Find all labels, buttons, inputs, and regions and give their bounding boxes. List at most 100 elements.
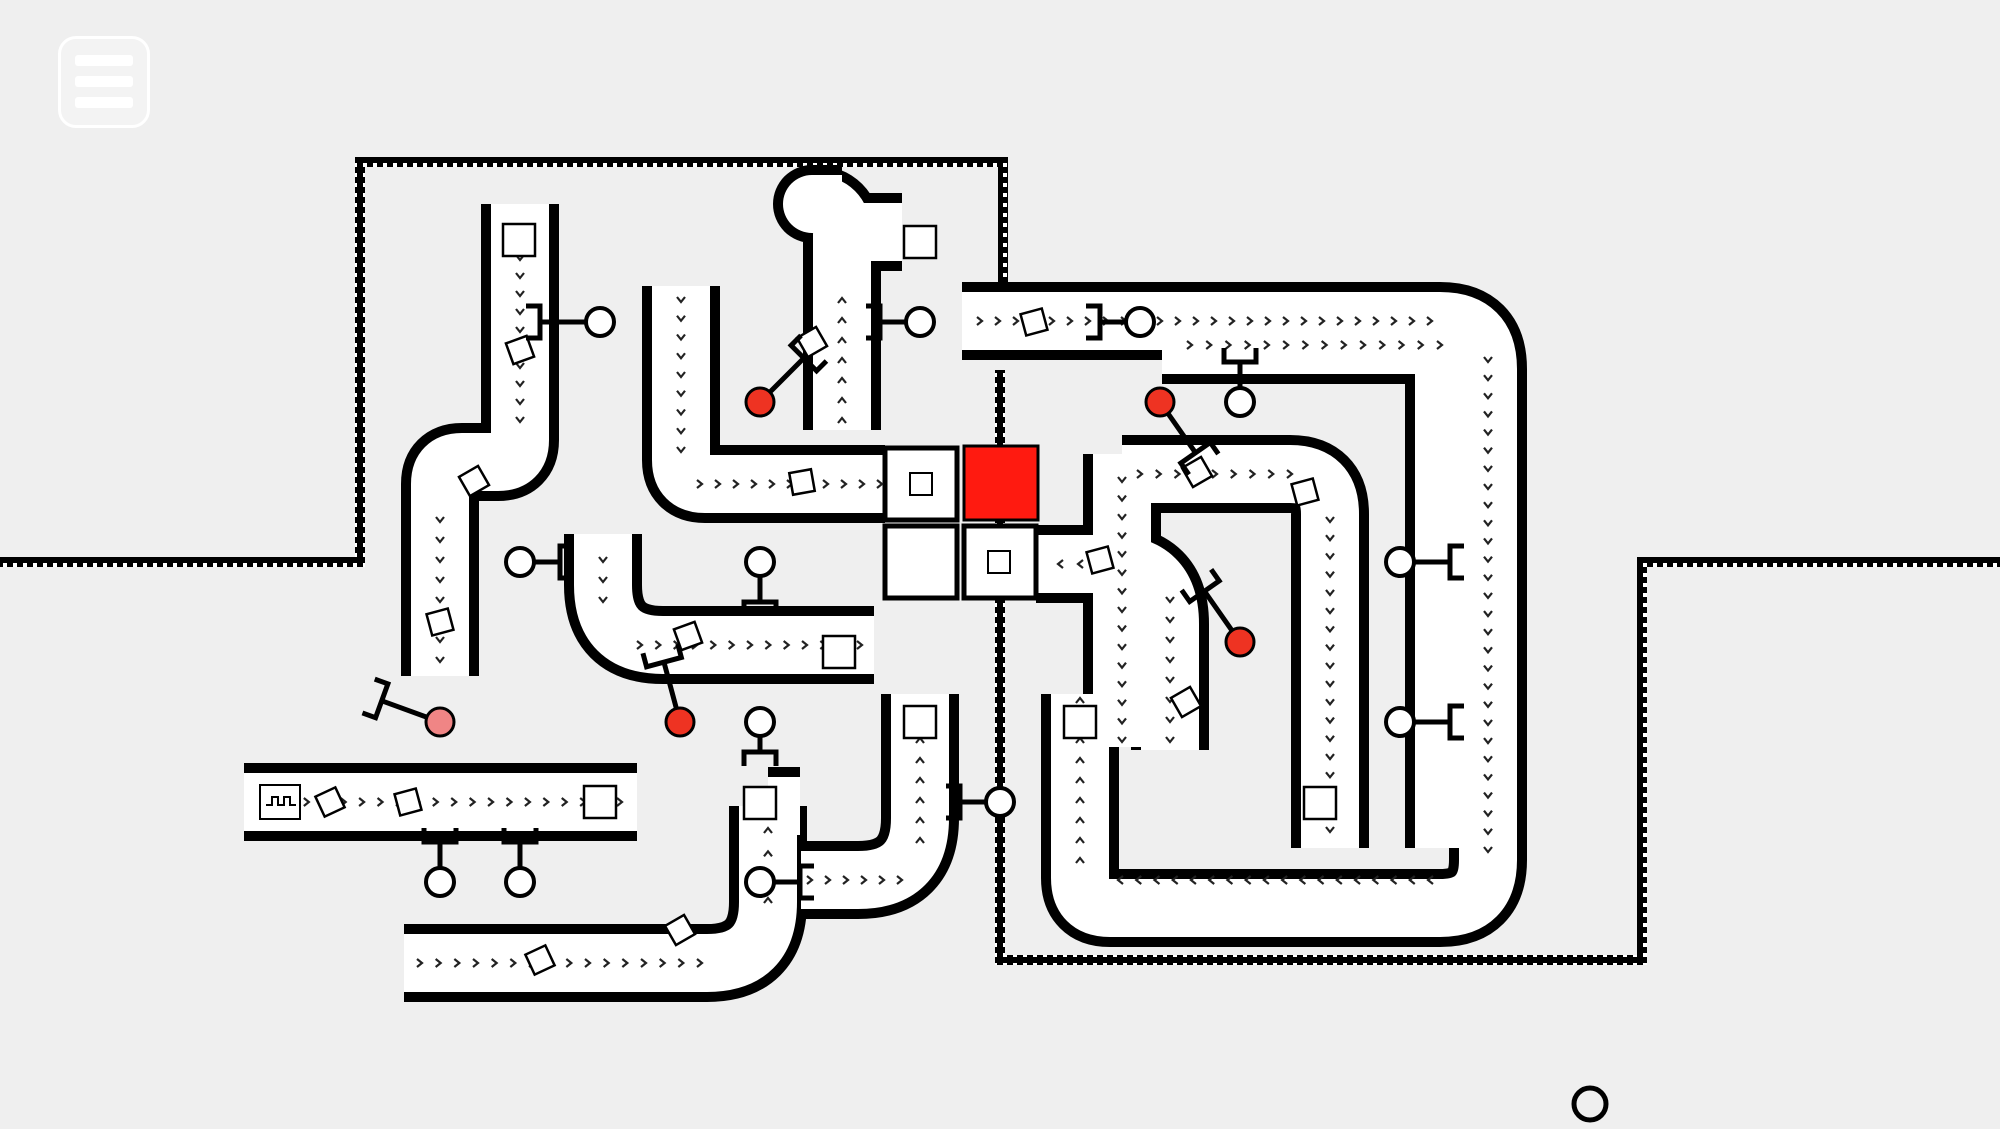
crate-block: [821, 634, 857, 670]
chevron-icon: [1117, 587, 1127, 596]
chevron-icon: [806, 875, 814, 885]
track-f[interactable]: [404, 806, 797, 992]
chevron-icon: [1207, 875, 1215, 885]
chevron-icon: [1325, 534, 1335, 542]
chevron-icon: [565, 958, 574, 968]
red-lever[interactable]: [744, 333, 829, 418]
crate-block: [523, 943, 557, 977]
track-c[interactable]: [813, 203, 902, 262]
chevron-icon: [1483, 574, 1493, 582]
track-l[interactable]: [1162, 316, 1473, 848]
chevron-icon: [1165, 616, 1175, 624]
chevron-icon: [1075, 696, 1085, 704]
chevron-icon: [1483, 410, 1493, 419]
chevron-icon: [676, 352, 686, 361]
crate-block: [902, 704, 938, 740]
switch-node[interactable]: [504, 543, 574, 581]
chevron-icon: [435, 596, 445, 604]
chevron-icon: [842, 875, 850, 885]
chevron-icon: [490, 958, 499, 968]
chevron-icon: [1325, 589, 1335, 597]
chevron-icon: [1117, 717, 1127, 726]
chevron-icon: [1483, 773, 1493, 782]
track-a[interactable]: [411, 204, 549, 676]
chevron-icon: [1436, 340, 1444, 350]
track-g[interactable]: [801, 694, 949, 909]
red-lever[interactable]: [640, 643, 696, 738]
chevron-icon: [837, 316, 847, 324]
chevron-icon: [1267, 469, 1276, 479]
chevron-icon: [1483, 519, 1493, 528]
switch-node[interactable]: [741, 546, 779, 616]
chevron-icon: [1483, 592, 1493, 600]
switch-node[interactable]: [1221, 348, 1259, 418]
chevron-icon: [1483, 737, 1493, 745]
chevron-icon: [584, 958, 592, 968]
track-d[interactable]: [574, 534, 874, 674]
crate-block: [672, 620, 704, 652]
crate-block: [742, 785, 778, 821]
chevron-icon: [1173, 469, 1182, 479]
crate-block: [504, 334, 536, 366]
chevron-icon: [1483, 501, 1493, 509]
chevron-icon: [1210, 316, 1218, 326]
chevron-icon: [515, 380, 525, 388]
chevron-icon: [768, 479, 776, 489]
crate-block: [1180, 455, 1214, 489]
chevron-icon: [515, 272, 525, 280]
chevron-icon: [1205, 340, 1213, 350]
chevron-icon: [487, 797, 495, 807]
switch-node[interactable]: [526, 303, 616, 341]
chevron-icon: [1056, 559, 1064, 569]
track-b[interactable]: [652, 286, 885, 513]
track-h[interactable]: [962, 292, 1517, 937]
chevron-icon: [1354, 316, 1362, 326]
chevron-icon: [1012, 316, 1020, 326]
chevron-icon: [542, 797, 551, 807]
chevron-icon: [1325, 753, 1335, 761]
chevron-icon: [515, 362, 525, 370]
chevron-icon: [1483, 628, 1493, 636]
chevron-icon: [837, 336, 847, 344]
chevron-icon: [994, 316, 1002, 326]
chevron-icon: [1408, 316, 1416, 326]
chevron-icon: [1483, 701, 1493, 709]
switch-node[interactable]: [866, 303, 936, 341]
chevron-icon: [1372, 316, 1380, 326]
chevron-icon: [1165, 596, 1175, 604]
junction-slot-sw: [882, 523, 960, 601]
switch-node[interactable]: [946, 783, 1016, 821]
switch-node[interactable]: [741, 706, 779, 766]
chevron-icon: [416, 958, 424, 968]
chevron-icon: [1165, 676, 1175, 684]
chevron-icon: [1075, 756, 1085, 764]
chevron-icon: [1325, 680, 1335, 688]
chevron-icon: [376, 797, 385, 807]
chevron-icon: [1389, 875, 1398, 885]
switch-node[interactable]: [1384, 543, 1464, 581]
chevron-icon: [1165, 736, 1175, 744]
chevron-icon: [1174, 316, 1182, 326]
chevron-icon: [1301, 340, 1310, 350]
chevron-icon: [435, 636, 445, 644]
hamburger-menu-icon[interactable]: [58, 36, 150, 128]
menu-bar-top: [75, 55, 133, 66]
red-lever[interactable]: [1179, 567, 1256, 658]
switch-node[interactable]: [1086, 303, 1156, 341]
switch-node[interactable]: [421, 828, 459, 898]
switch-node[interactable]: [744, 863, 814, 901]
chevron-icon: [1248, 469, 1257, 479]
switch-node[interactable]: [501, 828, 539, 898]
red-lever[interactable]: [361, 676, 456, 738]
chevron-icon: [1117, 624, 1127, 633]
chevron-icon: [696, 479, 704, 489]
chevron-icon: [696, 958, 704, 968]
chevron-icon: [1483, 646, 1493, 655]
crate-block: [663, 913, 697, 947]
red-lever[interactable]: [1144, 386, 1221, 477]
chevron-icon: [1378, 340, 1387, 350]
crate-block: [1169, 685, 1203, 719]
switch-node[interactable]: [1384, 703, 1464, 741]
chevron-icon: [677, 958, 686, 968]
